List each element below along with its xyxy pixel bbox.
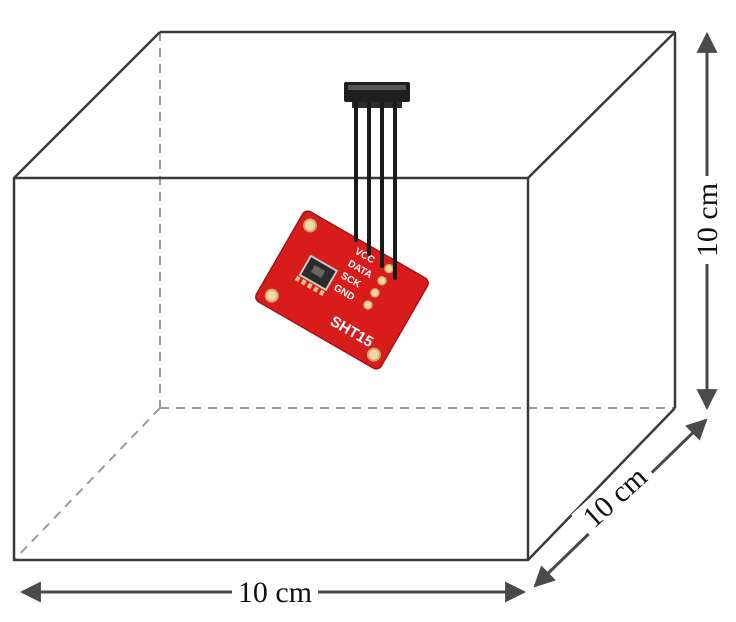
hidden-edges bbox=[13, 32, 675, 561]
edge-top-right-diagonal bbox=[527, 31, 676, 179]
width-label: 10 cm bbox=[238, 576, 312, 609]
mounting-hole-right bbox=[264, 288, 279, 303]
header-connector-highlight bbox=[348, 85, 406, 90]
sensor-chip-window bbox=[310, 265, 326, 278]
pin-holes bbox=[363, 263, 394, 310]
mounting-hole-left bbox=[303, 218, 318, 233]
height-label-bg bbox=[685, 176, 717, 264]
height-label: 10 cm bbox=[691, 183, 724, 257]
front-face bbox=[12, 176, 530, 562]
depth-label-bg bbox=[571, 455, 659, 539]
chip-pads bbox=[294, 275, 325, 296]
sensor-wires bbox=[354, 102, 397, 280]
header-connector-base bbox=[352, 102, 402, 108]
width-label-bg bbox=[232, 574, 318, 608]
visible-edges bbox=[12, 30, 677, 562]
edge-top-left-diagonal bbox=[13, 31, 161, 179]
hidden-edge-bottom-diagonal bbox=[13, 407, 161, 561]
mounting-hole-bottom bbox=[366, 347, 381, 362]
sht15-sensor: VCC DATA SCK GND SHT15 bbox=[255, 82, 429, 370]
